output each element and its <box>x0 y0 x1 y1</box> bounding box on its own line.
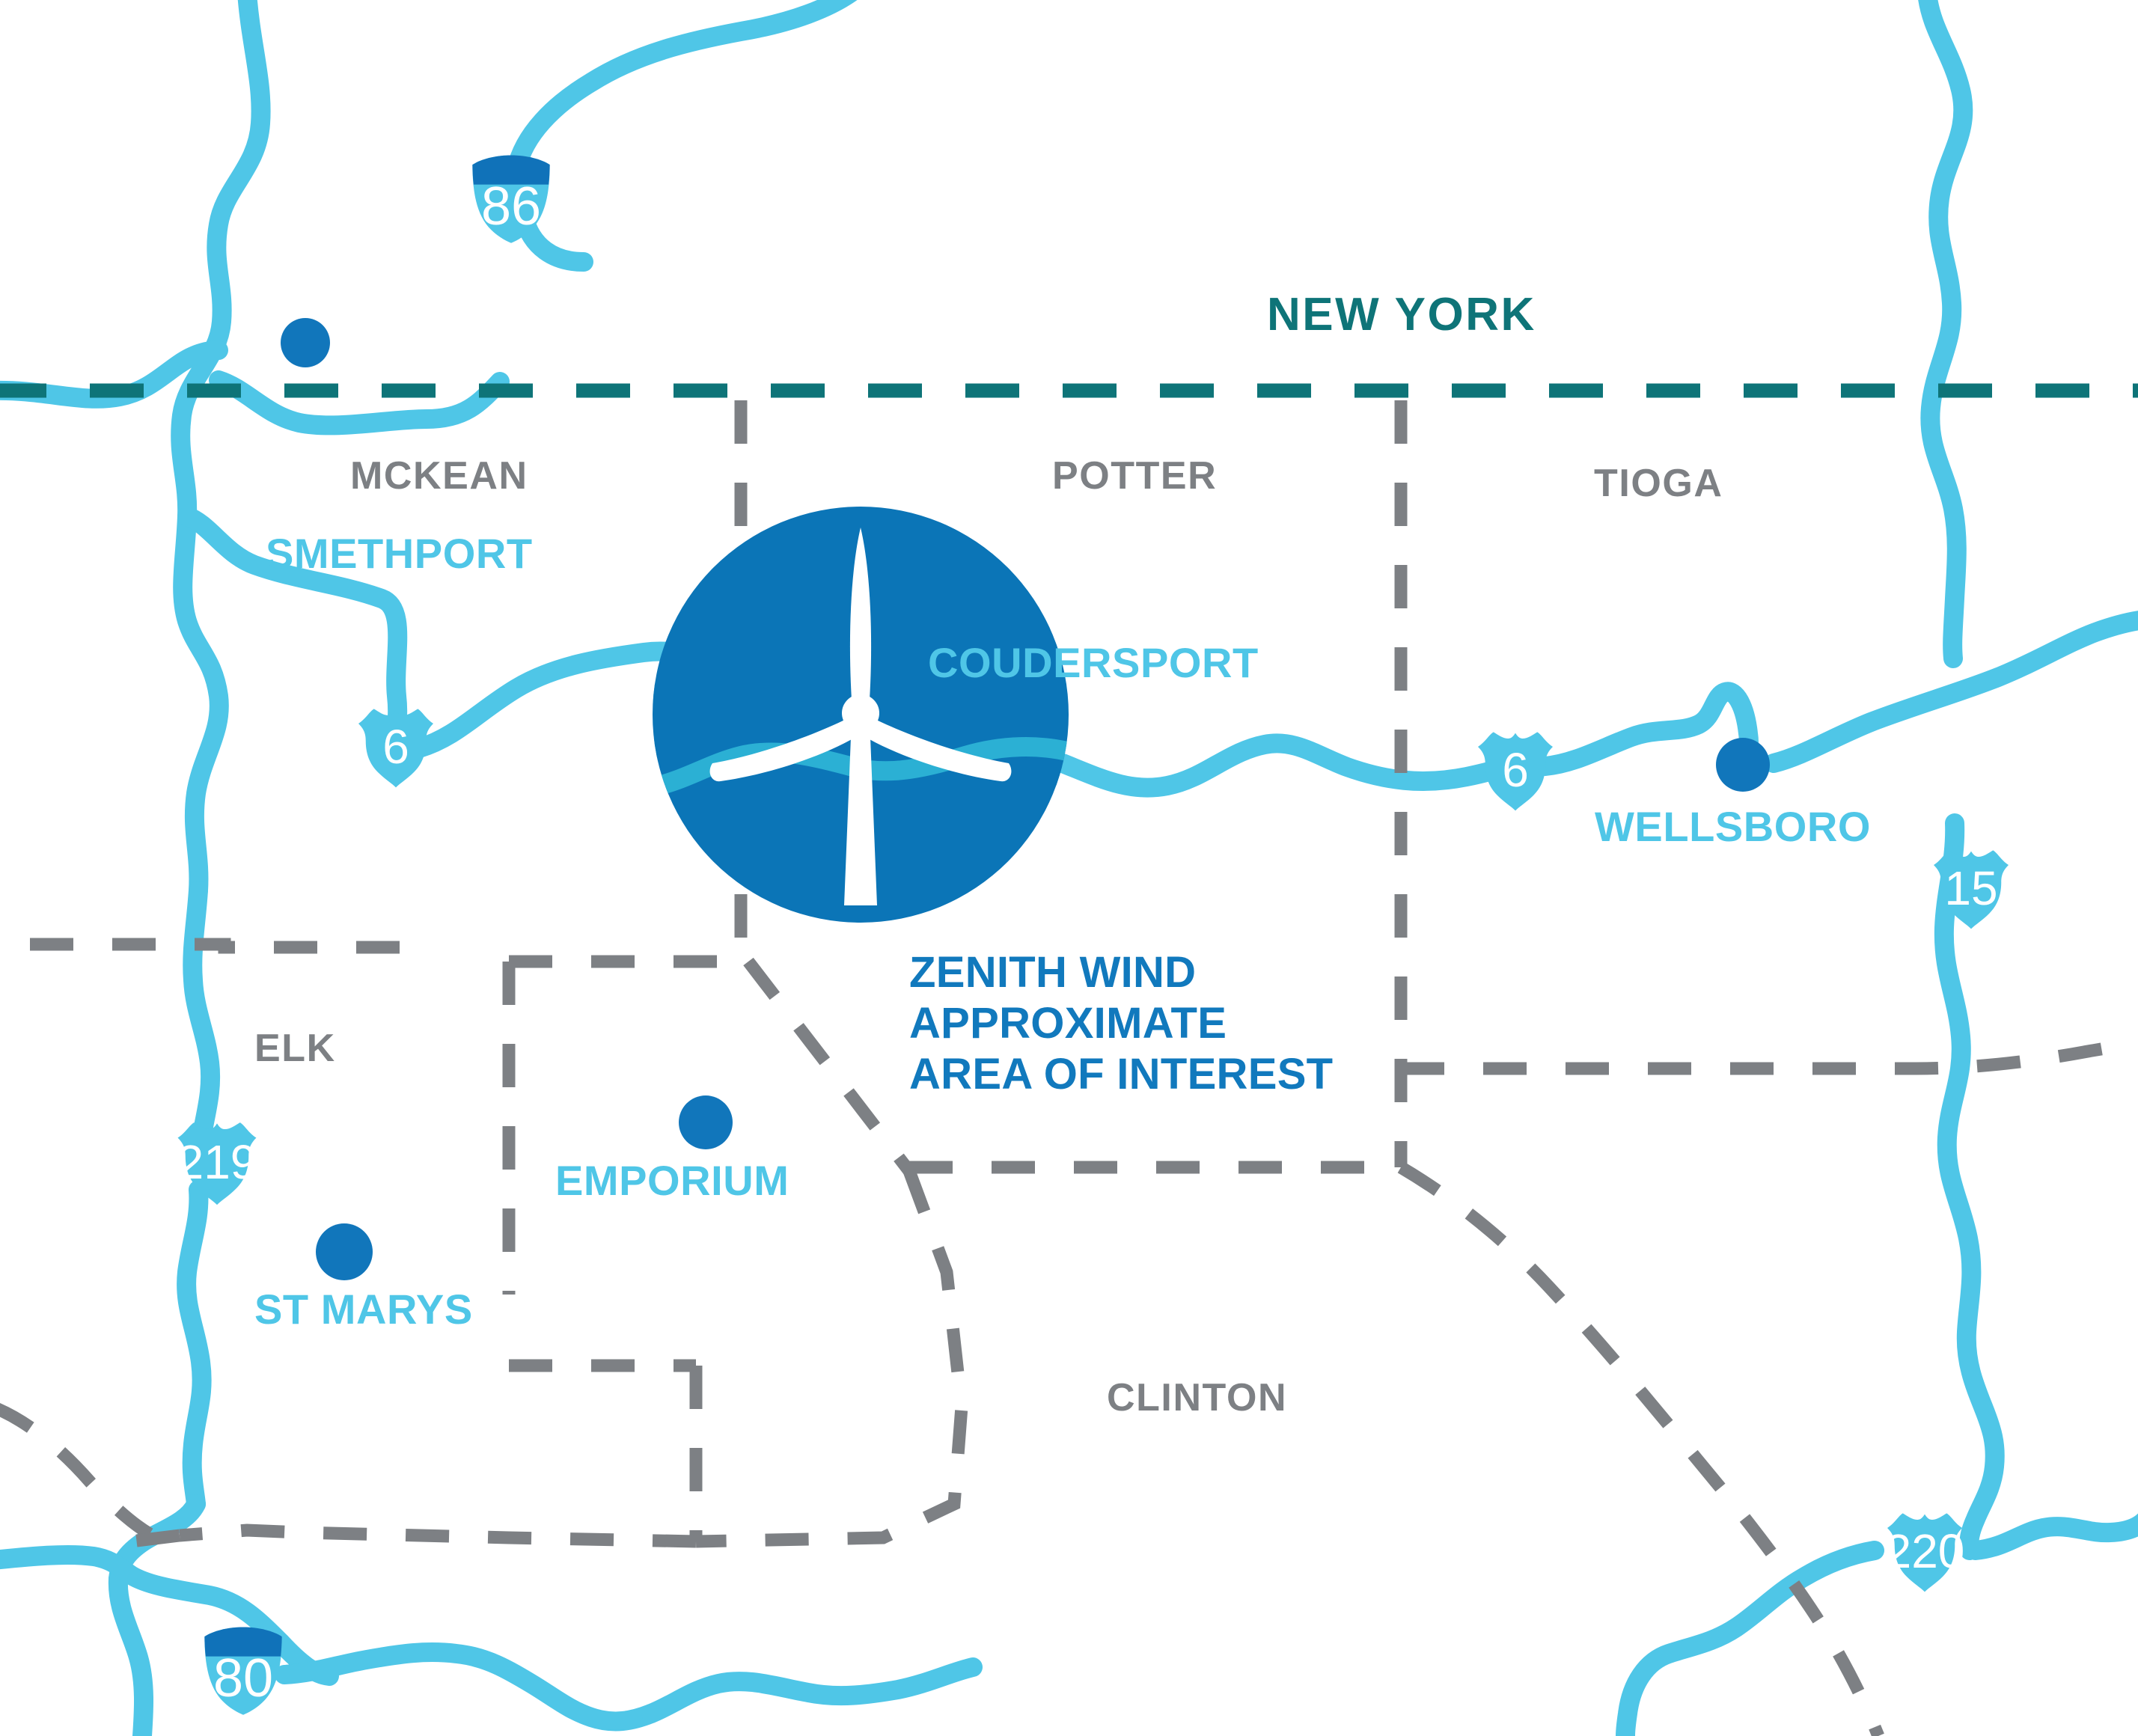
border-cameron-east <box>743 957 916 1191</box>
svg-text:6: 6 <box>382 720 409 774</box>
river-80-east <box>275 1642 661 1732</box>
county-label-potter: POTTER <box>1052 454 1218 498</box>
river-mckean-east <box>177 507 408 765</box>
state-label-new-york: NEW YORK <box>1267 289 1536 340</box>
county-label-clinton: CLINTON <box>1107 1376 1288 1419</box>
city-dot-smethport <box>281 318 330 367</box>
svg-text:80: 80 <box>213 1648 273 1708</box>
svg-text:219: 219 <box>177 1135 257 1189</box>
wind-turbine-icon <box>709 528 1012 905</box>
city-label-wellsboro: WELLSBORO <box>1595 803 1872 850</box>
aoi-line-1: ZENITH WIND <box>909 948 1197 997</box>
river-tioga-west <box>1536 682 1759 776</box>
area-of-interest-label: ZENITH WIND APPROXIMATE AREA OF INTEREST <box>909 947 1333 1100</box>
county-label-mckean: MCKEAN <box>350 454 528 498</box>
border-clinton-south <box>179 1523 697 1548</box>
city-label-st-marys: ST MARYS <box>254 1286 473 1333</box>
river-220-east <box>1966 1513 2138 1560</box>
city-label-emporium: EMPORIUM <box>555 1157 789 1204</box>
us-route-shield-6-tioga[interactable]: 6 <box>1477 732 1554 811</box>
city-dot-emporium <box>679 1095 733 1149</box>
us-route-shield-6-mckean[interactable]: 6 <box>358 709 434 788</box>
us-route-shield-219[interactable]: 219 <box>177 1122 257 1205</box>
city-dot-wellsboro <box>1716 738 1770 792</box>
aoi-line-3: AREA OF INTEREST <box>909 1049 1334 1098</box>
river-86-north <box>507 0 858 179</box>
us-route-shield-220[interactable]: 220 <box>1885 1513 1965 1592</box>
river-to-86 <box>209 370 510 435</box>
border-clinton-west <box>695 1169 968 1548</box>
river-bottom-left-horiz <box>0 1544 339 1686</box>
county-label-elk: ELK <box>254 1027 336 1070</box>
river-upper-left <box>171 0 271 900</box>
border-tioga-south <box>1401 1036 2138 1075</box>
river-wellsboro-east <box>1764 611 2138 773</box>
river-219-south <box>177 1180 212 1514</box>
river-upper-right <box>1918 0 1973 668</box>
river-mid-south <box>183 881 221 1155</box>
border-southwest-diagonal <box>0 1403 153 1540</box>
border-southwest-stub <box>129 1529 181 1548</box>
border-clinton-east <box>1397 1161 1884 1736</box>
city-label-smethport: SMETHPORT <box>266 530 533 577</box>
county-borders <box>0 400 2138 1736</box>
city-dot-st-marys <box>316 1223 373 1280</box>
svg-text:15: 15 <box>1944 861 1997 915</box>
svg-text:220: 220 <box>1885 1524 1965 1578</box>
us-route-shield-15[interactable]: 15 <box>1933 850 2009 929</box>
river-220-west <box>1616 1541 1884 1736</box>
svg-text:6: 6 <box>1502 743 1529 797</box>
river-potter-east <box>1053 733 1514 798</box>
svg-text:86: 86 <box>481 177 541 236</box>
city-label-coudersport: COUDERSPORT <box>928 639 1259 686</box>
river-bottom-right <box>641 1657 983 1723</box>
county-label-tioga: TIOGA <box>1594 462 1723 505</box>
interstate-shield-86[interactable]: 86 <box>472 155 550 243</box>
river-elk-bottom-2 <box>108 1569 154 1736</box>
aoi-line-2: APPROXIMATE <box>909 998 1227 1048</box>
border-mckean-south <box>30 938 434 954</box>
river-right-15 <box>1934 813 2005 1560</box>
interstate-shield-80[interactable]: 80 <box>204 1627 282 1715</box>
